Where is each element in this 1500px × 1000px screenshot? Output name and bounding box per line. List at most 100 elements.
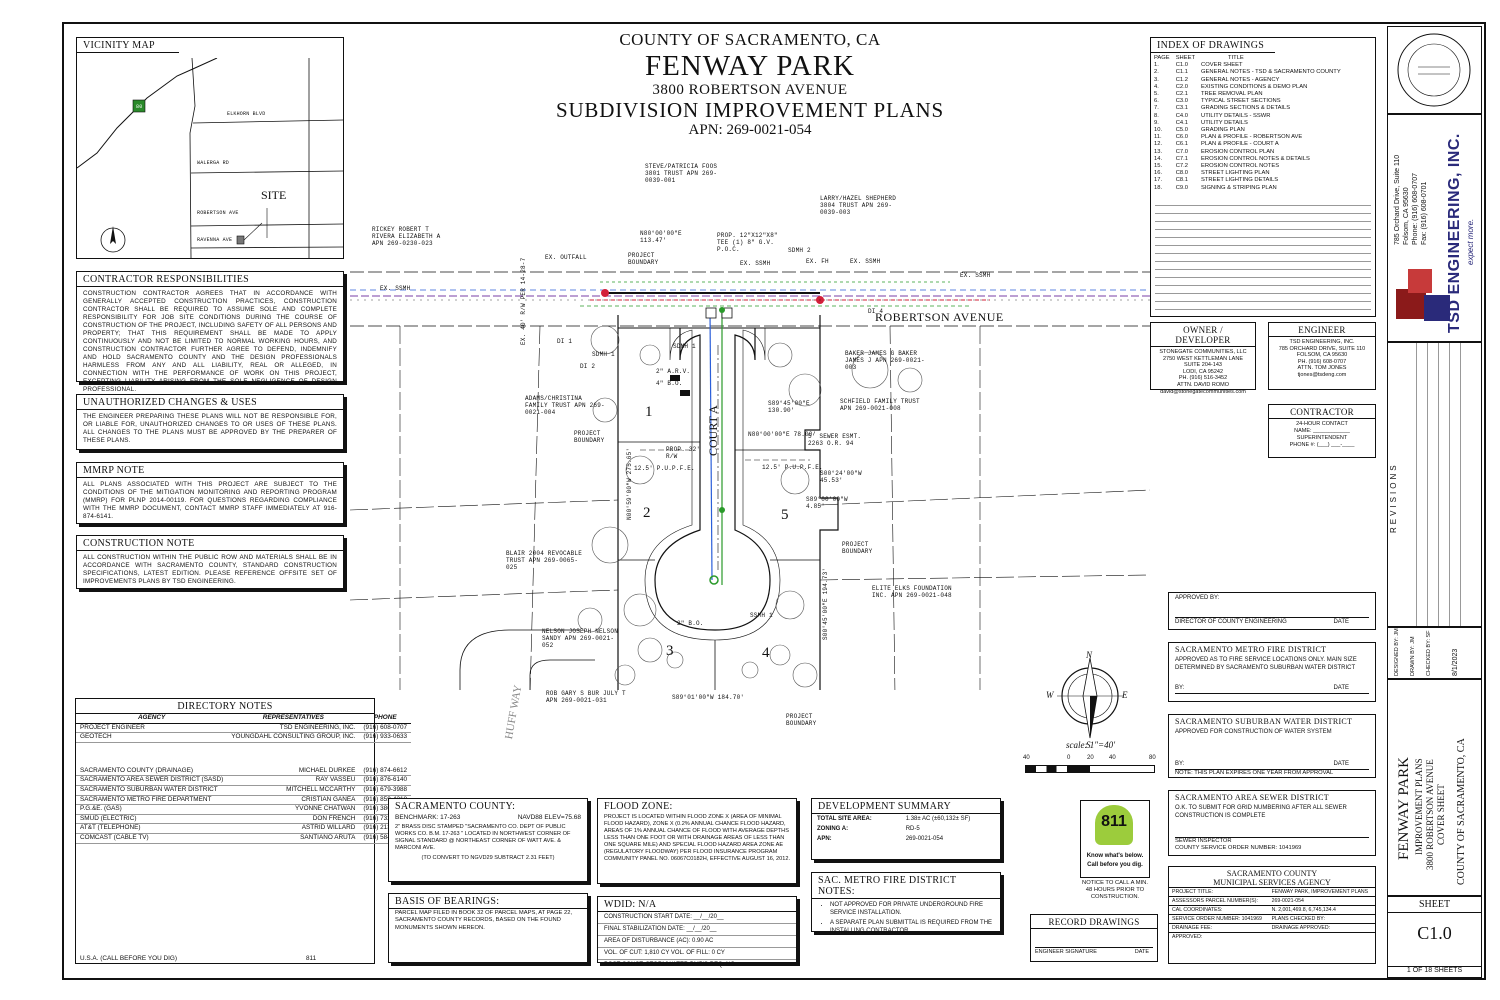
contractor-heading: CONTRACTOR — [1269, 405, 1375, 419]
plan-label: N80°00'00"E 78.00' — [748, 431, 817, 438]
sheet-of: 1 OF 18 SHEETS — [1388, 966, 1481, 974]
contractor-responsibilities: CONTRACTOR RESPONSIBILITIES CONSTRUCTION… — [76, 271, 344, 393]
owner-label: ELITE ELKS FOUNDATION INC. APN 269-0021-… — [872, 585, 952, 599]
drawn-by: DRAWN BY: JM — [1410, 636, 1416, 676]
directory-phone: (916) 859-4318 — [359, 795, 412, 806]
plan-label: EX. SSMH — [960, 272, 991, 279]
east-label: E — [1122, 690, 1128, 700]
table-row: SACRAMENTO COUNTY (DRAINAGE)MICHAEL DURK… — [76, 766, 412, 777]
call-811-logo: 811 Know what's below. Call before you d… — [1080, 800, 1150, 878]
wdid-row: AREA OF DISTURBANCE (Ac): 0.90 Ac — [598, 936, 796, 948]
plan-label: N80°00'00"E 113.47' — [640, 230, 682, 244]
sheet-number: C1.0 — [1417, 923, 1452, 943]
county-row-label: ASSESSORS PARCEL NUMBER(S): — [1172, 898, 1258, 904]
directory-agency: SACRAMENTO METRO FIRE DEPARTMENT — [76, 795, 228, 806]
engineer-heading: ENGINEER — [1269, 323, 1375, 337]
index-page: 9. — [1154, 119, 1159, 126]
revisions-grid — [1406, 343, 1463, 626]
vicinity-site-label: SITE — [261, 188, 287, 202]
engineer-line: 785 ORCHARD DRIVE, SUITE 110 — [1278, 345, 1366, 352]
directory-agency: SACRAMENTO AREA SEWER DISTRICT (SASD) — [76, 775, 228, 786]
dev-summary-label: APN: — [817, 836, 832, 842]
index-page: 11. — [1154, 134, 1162, 141]
owner-email: david@stonegatecommunities.com — [1160, 388, 1246, 395]
vicinity-road-3: RAVENNA AVE — [197, 237, 233, 243]
sacramento-county-benchmark: SACRAMENTO COUNTY: BENCHMARK: 17-263 NAV… — [388, 798, 588, 882]
flood-zone: FLOOD ZONE: PROJECT IS LOCATED WITHIN FL… — [597, 798, 797, 884]
sheet-title-line: COVER SHEET — [1436, 784, 1446, 845]
owner-label: NELSON JOSEPH NELSON SANDY APN 269-0021-… — [542, 628, 619, 649]
index-sheet: C6.1 — [1175, 141, 1188, 148]
index-page: 2. — [1154, 69, 1159, 76]
index-title: PLAN & PROFILE - ROBERTSON AVE — [1201, 134, 1303, 141]
engineer-line: PH. (916) 608-0707 — [1297, 358, 1347, 365]
fire-sign-line: BY: DATE — [1175, 685, 1369, 695]
engineer-line: FOLSOM, CA 95630 — [1296, 352, 1348, 359]
title-block: COUNTY OF SACRAMENTO, CA FENWAY PARK 380… — [500, 30, 1000, 139]
index-page: 1. — [1154, 62, 1159, 69]
director-date: DATE — [1333, 619, 1349, 625]
flood-text: PROJECT IS LOCATED WITHIN FLOOD ZONE X (… — [604, 814, 791, 862]
directory-agency: SACRAMENTO COUNTY (DRAINAGE) — [76, 766, 228, 777]
directory-rep: YOUNGDAHL CONSULTING GROUP, INC. — [227, 732, 360, 743]
directory-phone: (916) 608-0707 — [359, 723, 412, 734]
sheet-title-project: FENWAY PARK — [1396, 757, 1412, 860]
fire-notes-heading: SAC. METRO FIRE DISTRICT NOTES: — [812, 873, 1000, 899]
directory-rep: CRISTIAN GANEA — [227, 795, 360, 806]
engineer-info: ENGINEER TSD ENGINEERING, INC. 785 ORCHA… — [1268, 322, 1376, 390]
plan-label: S00°45'00"E 194.73' — [822, 567, 829, 640]
street-name-robertson: ROBERTSON AVENUE — [875, 310, 1004, 324]
index-sheet: C1.2 — [1175, 76, 1188, 83]
tsd-address: 785 Orchard Drive, Suite 110 — [1394, 154, 1401, 245]
plan-label: PROP. 32' R/W — [666, 446, 701, 460]
owner-label: BAKER JAMES G BAKER JAMES J APN 269-0021… — [845, 350, 925, 371]
tsd-address: Fax: (916) 608-0701 — [1421, 181, 1428, 245]
index-title: COVER SHEET — [1201, 62, 1243, 69]
directory-heading: DIRECTORY NOTES — [76, 699, 374, 714]
index-col: SHEET — [1175, 55, 1196, 61]
vicinity-route-label: 80 — [136, 104, 143, 110]
directory-phone: (916) 933-0633 — [359, 732, 412, 743]
directory-agency: PROJECT ENGINEER — [76, 723, 228, 734]
engineer-line: TSD ENGINEERING, INC. — [1289, 339, 1355, 345]
site-plan — [350, 271, 1150, 690]
table-row: COMCAST (CABLE TV)SANTIANO ARUTA(916) 58… — [76, 833, 412, 844]
vicinity-road-2: ROBERTSON AVE — [197, 210, 239, 216]
index-page: 16. — [1154, 170, 1163, 177]
plan-label: PROJECT BOUNDARY — [574, 430, 605, 444]
contractor-line: SUPERINTENDENT — [1296, 435, 1348, 441]
title-plan-type: SUBDIVISION IMPROVEMENT PLANS — [555, 98, 944, 122]
index-page: 3. — [1154, 76, 1159, 83]
county-row-label: APPROVED: — [1172, 934, 1203, 940]
county-row-label: CAL COORDINATES: — [1172, 907, 1223, 913]
county-services-heading-2: MUNICIPAL SERVICES AGENCY — [1169, 878, 1375, 888]
index-sheet: C7.0 — [1175, 148, 1188, 155]
contractor-responsibilities-text: CONSTRUCTION CONTRACTOR AGREES THAT IN A… — [83, 290, 337, 393]
index-page: 6. — [1154, 98, 1159, 105]
water-note: NOTE: THIS PLAN EXPIRES ONE YEAR FROM AP… — [1175, 769, 1369, 776]
index-title: EROSION CONTROL NOTES & DETAILS — [1201, 155, 1310, 162]
call-811-notice: NOTICE TO CALL A MIN. 48 HOURS PRIOR TO … — [1082, 880, 1148, 900]
sewer-order: COUNTY SERVICE ORDER NUMBER: 1041969 — [1175, 845, 1302, 851]
directory-notes: DIRECTORY NOTES AGENCY REPRESENTATIVES P… — [75, 698, 412, 964]
engineer-email: tjones@tsdeng.com — [1297, 371, 1347, 378]
directory-col-agency: AGENCY — [76, 714, 228, 724]
index-sheet: C4.0 — [1175, 112, 1188, 119]
sheet-title-county: COUNTY OF SACRAMENTO, CA — [1456, 738, 1467, 885]
record-heading: RECORD DRAWINGS — [1031, 915, 1157, 929]
plan-label: N00°59'00"W 275.65' — [626, 447, 633, 520]
wdid: WDID: N/A CONSTRUCTION START DATE: __/__… — [597, 896, 797, 968]
plan-label: 4" B.O. — [656, 380, 683, 387]
index-sheet: C5.0 — [1175, 127, 1188, 134]
table-row: AT&T (TELEPHONE)ASTRID WILLARD(916) 213-… — [76, 823, 412, 834]
plan-label: DI 1 — [557, 338, 573, 345]
index-title: GRADING PLAN — [1201, 127, 1245, 134]
index-col: TITLE — [1228, 55, 1244, 61]
record-drawings: RECORD DRAWINGS ENGINEER SIGNATURE DATE — [1030, 914, 1158, 962]
